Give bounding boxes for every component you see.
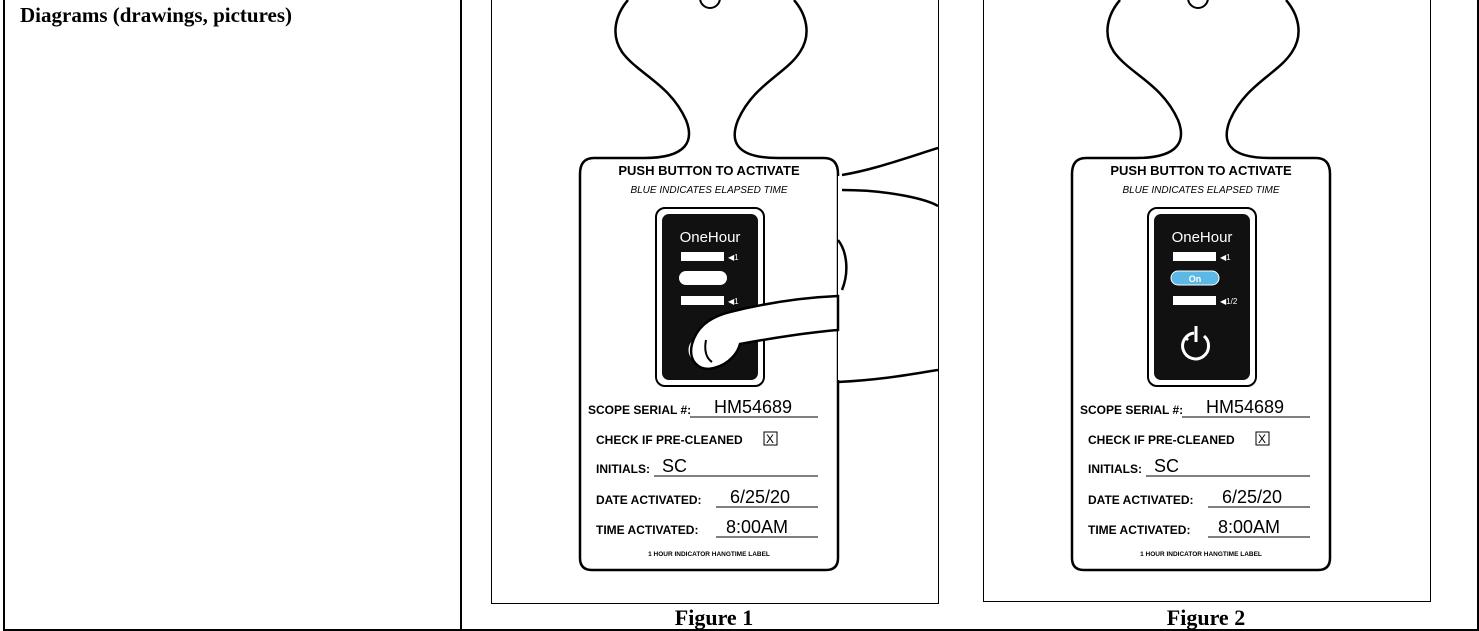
serial-label: SCOPE SERIAL #:	[1080, 403, 1183, 417]
figure-2: PUSH BUTTON TO ACTIVATE BLUE INDICATES E…	[983, 0, 1431, 602]
indicator-top	[1173, 252, 1216, 261]
footer-text: 1 HOUR INDICATOR HANGTIME LABEL	[1140, 551, 1262, 558]
precleaned-label: CHECK IF PRE-CLEANED	[596, 433, 743, 447]
time-label: TIME ACTIVATED:	[596, 523, 698, 537]
marker-bottom: ◀1/2	[1220, 297, 1238, 306]
marker-top: ◀1	[728, 253, 739, 262]
date-value: 6/25/20	[730, 487, 790, 507]
device-brand: OneHour	[1172, 229, 1233, 246]
precleaned-mark: X	[1258, 432, 1266, 446]
subheading: BLUE INDICATES ELAPSED TIME	[630, 185, 787, 196]
heading: PUSH BUTTON TO ACTIVATE	[1110, 163, 1292, 178]
figure-1: PUSH BUTTON TO ACTIVATE BLUE INDICATES E…	[491, 0, 939, 604]
indicator-top	[681, 252, 724, 261]
marker-bottom: ◀1	[728, 297, 739, 306]
indicator-bottom	[681, 296, 724, 305]
time-value: 8:00AM	[1218, 517, 1280, 537]
precleaned-mark: X	[766, 432, 774, 446]
hangtag-illustration-1: PUSH BUTTON TO ACTIVATE BLUE INDICATES E…	[492, 0, 938, 603]
device-brand: OneHour	[680, 229, 741, 246]
row-label: Diagrams (drawings, pictures)	[20, 3, 292, 28]
precleaned-label: CHECK IF PRE-CLEANED	[1088, 433, 1235, 447]
date-label: DATE ACTIVATED:	[1088, 493, 1194, 507]
initials-label: INITIALS:	[596, 462, 650, 476]
footer-text: 1 HOUR INDICATOR HANGTIME LABEL	[648, 551, 770, 558]
indicator-middle	[679, 271, 727, 285]
time-label: TIME ACTIVATED:	[1088, 523, 1190, 537]
initials-label: INITIALS:	[1088, 462, 1142, 476]
date-value: 6/25/20	[1222, 487, 1282, 507]
serial-label: SCOPE SERIAL #:	[588, 403, 691, 417]
marker-top: ◀1	[1220, 253, 1231, 262]
heading: PUSH BUTTON TO ACTIVATE	[618, 163, 800, 178]
figure-2-caption: Figure 2	[983, 605, 1429, 631]
time-value: 8:00AM	[726, 517, 788, 537]
status-pill-label: On	[1189, 274, 1202, 284]
subheading: BLUE INDICATES ELAPSED TIME	[1122, 185, 1279, 196]
column-divider	[460, 0, 462, 631]
indicator-bottom	[1173, 296, 1216, 305]
figure-1-caption: Figure 1	[491, 605, 937, 631]
initials-value: SC	[662, 456, 687, 476]
hangtag-illustration-2: PUSH BUTTON TO ACTIVATE BLUE INDICATES E…	[984, 0, 1430, 601]
date-label: DATE ACTIVATED:	[596, 493, 702, 507]
serial-value: HM54689	[714, 397, 792, 417]
initials-value: SC	[1154, 456, 1179, 476]
serial-value: HM54689	[1206, 397, 1284, 417]
